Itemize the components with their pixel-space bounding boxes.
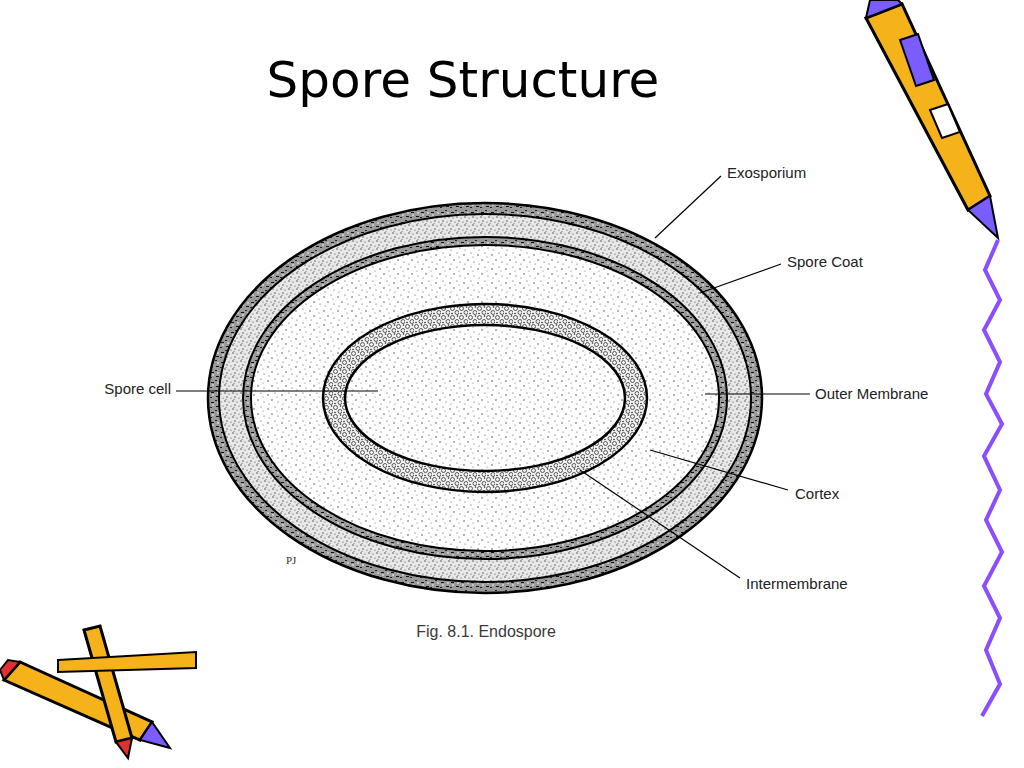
spore-cell-core <box>345 325 625 471</box>
leader-line <box>700 264 781 293</box>
pencil-clipart <box>0 626 196 758</box>
leader-line <box>176 390 378 391</box>
part-label: Spore Coat <box>787 253 863 271</box>
leader-line <box>655 176 721 238</box>
outer-membrane-outer <box>243 237 727 559</box>
part-label: Exosporium <box>727 164 806 182</box>
artist-signature: PJ <box>286 554 296 567</box>
part-label: Spore cell <box>104 380 171 398</box>
figure-caption: Fig. 8.1. Endospore <box>416 622 556 641</box>
part-label: Intermembrane <box>746 575 848 593</box>
exosporium-layer <box>208 203 762 593</box>
pencil-clipart <box>866 0 998 238</box>
leader-line <box>650 450 788 490</box>
leader-line <box>580 470 740 578</box>
outer-membrane-inner <box>251 245 719 551</box>
leader-line <box>705 393 810 394</box>
exosporium-inner-edge <box>219 214 751 582</box>
wavy-border <box>982 240 1002 716</box>
part-label: Cortex <box>795 485 839 503</box>
slide-title: Spore Structure <box>267 50 660 110</box>
intermembrane-layer <box>323 304 647 492</box>
part-label: Outer Membrane <box>815 385 928 403</box>
